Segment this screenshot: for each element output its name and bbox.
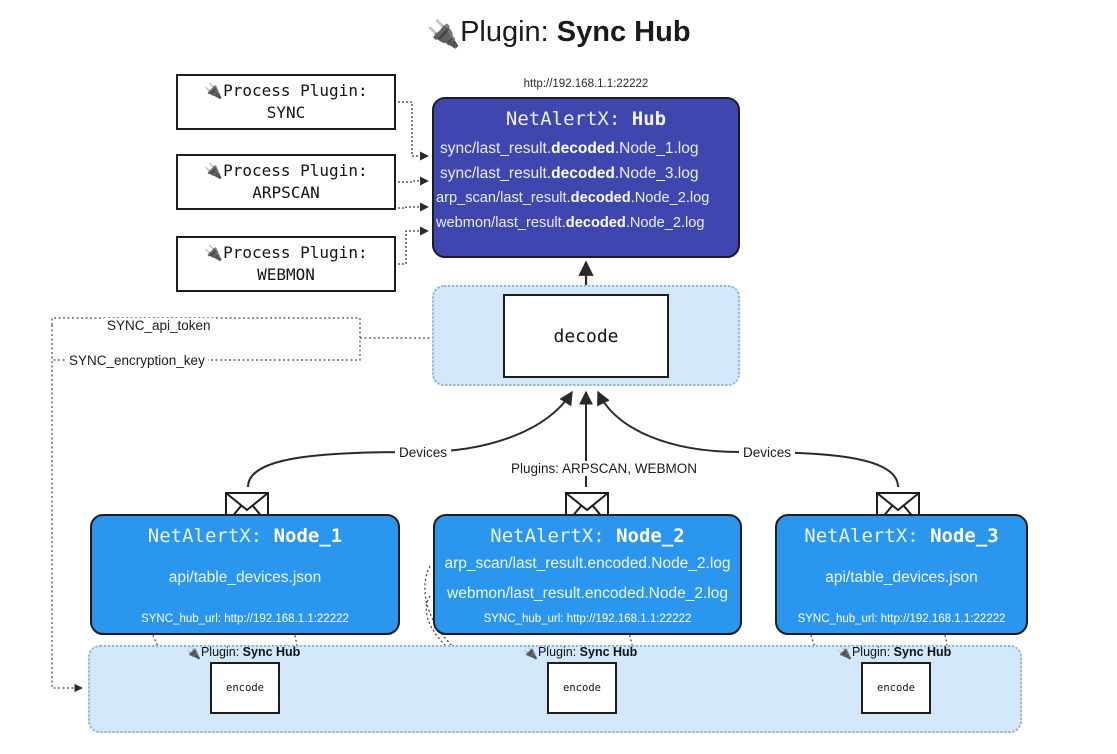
page-title-name: Sync Hub (556, 16, 691, 48)
plug-icon: 🔌 (204, 244, 224, 262)
plug-icon: 🔌 (204, 162, 224, 180)
hub-log-line: webmon/last_result.decoded.Node_2.log (436, 215, 705, 231)
process-plugin-name: ARPSCAN (252, 183, 320, 202)
plug-icon: 🔌 (204, 82, 224, 100)
edge-label-plugins: Plugins: ARPSCAN, WEBMON (507, 461, 702, 476)
node-log-line: arp_scan/last_result.encoded.Node_2.log (444, 555, 731, 572)
process-plugin-label: 🔌Process Plugin: (204, 243, 368, 262)
encoder-caption: 🔌Plugin: Sync Hub (523, 645, 638, 660)
hub-title-prefix: NetAlertX: (505, 108, 632, 130)
node-hub-url: SYNC_hub_url: http://192.168.1.1:22222 (483, 613, 692, 625)
plug-icon: 🔌 (837, 646, 852, 660)
node-title: NetAlertX: Node_3 (804, 525, 999, 547)
process-plugin-arpscan[interactable]: 🔌Process Plugin: ARPSCAN (176, 154, 396, 210)
page-title-prefix: Plugin: (460, 16, 557, 48)
node-title: NetAlertX: Node_1 (147, 525, 343, 547)
plug-icon: 🔌 (426, 19, 461, 49)
hub-log-line: sync/last_result.decoded.Node_1.log (440, 140, 699, 157)
encode-box[interactable]: encode (210, 662, 280, 714)
node-log-line: api/table_devices.json (168, 569, 322, 586)
node-box-node-3[interactable]: NetAlertX: Node_3 api/table_devices.json… (775, 514, 1028, 635)
node-box-node-1[interactable]: NetAlertX: Node_1 api/table_devices.json… (90, 514, 400, 635)
node-box-node-2[interactable]: NetAlertX: Node_2 arp_scan/last_result.e… (433, 514, 742, 635)
hub-title-name: Hub (631, 108, 667, 130)
encode-box[interactable]: encode (861, 662, 931, 714)
sync-encryption-key-label: SYNC_encryption_key (66, 353, 208, 368)
process-plugin-name: SYNC (266, 103, 306, 122)
hub-log-line: sync/last_result.decoded.Node_3.log (440, 165, 699, 182)
node-log-line: api/table_devices.json (825, 569, 978, 586)
process-plugin-sync[interactable]: 🔌Process Plugin: SYNC (176, 74, 396, 130)
decode-box[interactable]: decode (503, 294, 669, 378)
page-title: 🔌Plugin: Sync Hub (0, 16, 1117, 50)
node-hub-url: SYNC_hub_url: http://192.168.1.1:22222 (141, 613, 349, 625)
plug-icon: 🔌 (186, 646, 201, 660)
node-hub-url: SYNC_hub_url: http://192.168.1.1:22222 (797, 613, 1006, 625)
hub-title: NetAlertX: Hub (434, 108, 738, 136)
process-plugin-label: 🔌Process Plugin: (204, 81, 368, 100)
process-plugin-webmon[interactable]: 🔌Process Plugin: WEBMON (176, 236, 396, 292)
plug-icon: 🔌 (523, 646, 538, 660)
node-title: NetAlertX: Node_2 (490, 525, 685, 547)
hub-url-caption: http://192.168.1.1:22222 (523, 78, 649, 90)
edge-label-devices-right: Devices (739, 445, 796, 460)
encoder-caption: 🔌Plugin: Sync Hub (837, 645, 952, 660)
edge-label-devices-left: Devices (395, 445, 452, 460)
sync-api-token-label: SYNC_api_token (104, 318, 214, 333)
encode-box[interactable]: encode (547, 662, 617, 714)
process-plugin-name: WEBMON (257, 265, 315, 284)
hub-log-line: arp_scan/last_result.decoded.Node_2.log (436, 190, 710, 206)
node-log-line: webmon/last_result.encoded.Node_2.log (447, 585, 728, 602)
process-plugin-label: 🔌Process Plugin: (204, 161, 368, 180)
hub-node[interactable]: NetAlertX: Hub sync/last_result.decoded.… (432, 97, 740, 258)
encoder-caption: 🔌Plugin: Sync Hub (186, 645, 301, 660)
